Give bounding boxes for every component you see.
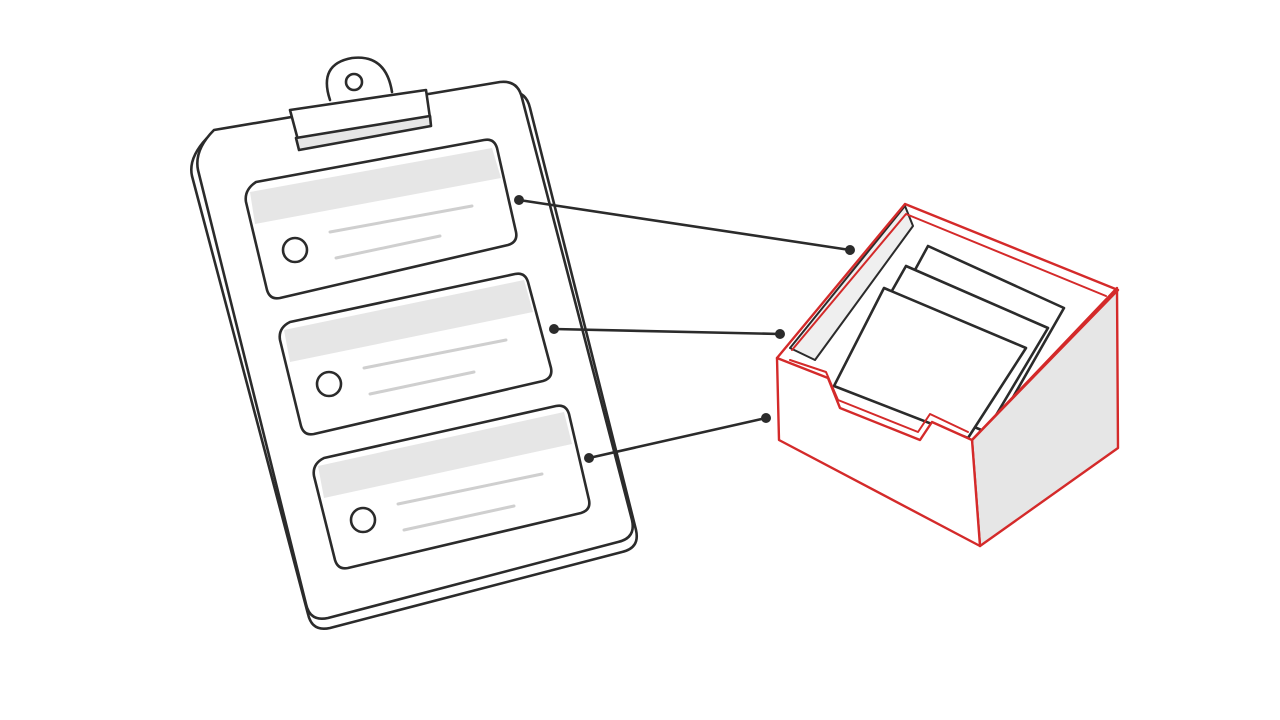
clipboard-icon [190, 56, 638, 630]
clipboard-card-1 [244, 138, 518, 300]
connector-3-end-dot [761, 413, 771, 423]
clipboard-clip-hole [344, 72, 364, 92]
card-1-text-line-1 [328, 204, 474, 234]
file-tray-icon [775, 202, 1120, 548]
tray-papers [832, 244, 1066, 440]
clipboard-card-3 [312, 404, 591, 570]
connector-2-end-dot [775, 329, 785, 339]
connector-1-start-dot [514, 195, 524, 205]
connector-1-end-dot [845, 245, 855, 255]
tray-notch-edge [789, 359, 969, 433]
radio-circle-icon [281, 236, 309, 264]
radio-circle-icon [349, 506, 377, 534]
card-1-header-band [250, 148, 501, 224]
card-2-text-line-1 [362, 338, 508, 370]
connector-2-start-dot [549, 324, 559, 334]
connector-1 [514, 195, 855, 255]
card-3-text-line-2 [402, 504, 516, 532]
clipboard-card-2 [278, 272, 553, 436]
clipboard-clip-shade [294, 114, 433, 152]
connector-3-start-dot [584, 453, 594, 463]
card-3-text-line-1 [396, 472, 544, 506]
card-2-header-band [284, 280, 533, 362]
tray-rim-inner [791, 213, 1107, 351]
radio-circle-icon [315, 370, 343, 398]
connectors [514, 195, 855, 463]
connector-2 [549, 324, 785, 339]
card-2-text-line-2 [368, 370, 476, 396]
connector-3 [584, 413, 771, 463]
tray-rim [775, 202, 1120, 442]
card-3-header-band [318, 412, 572, 498]
card-1-text-line-2 [334, 234, 442, 260]
tray-inner-left-wall [789, 205, 914, 361]
